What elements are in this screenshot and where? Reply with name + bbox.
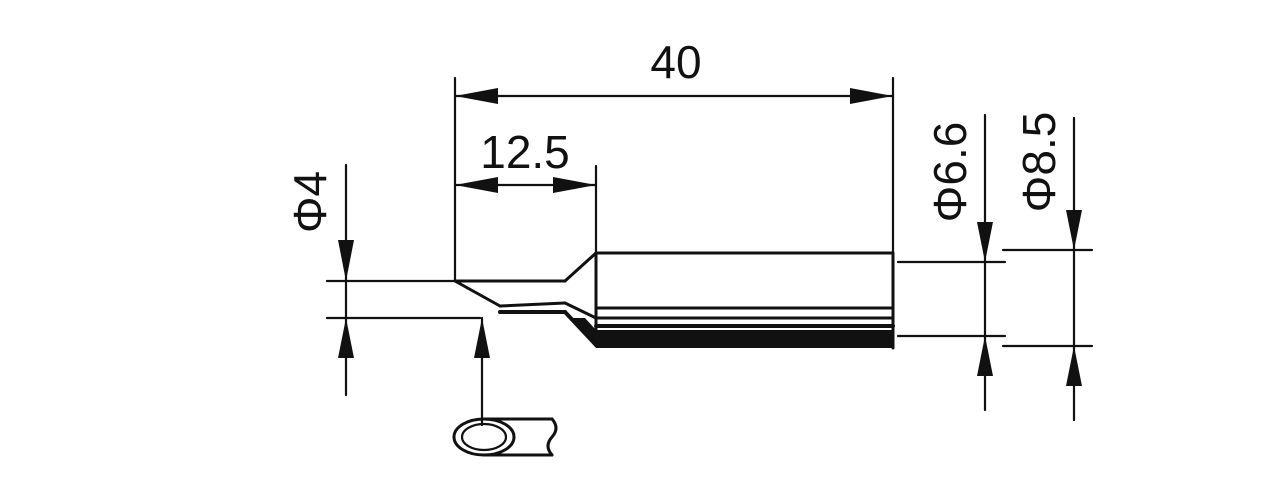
lower-taper-inner — [563, 301, 598, 320]
dimension-shank-inner-diameter: Φ6.6 — [924, 113, 993, 412]
tip-body — [453, 251, 895, 350]
arrow-40-right — [850, 88, 893, 104]
shoulder-taper-top — [563, 251, 598, 283]
arrow-12-5-right — [553, 177, 596, 193]
dimension-shank-outer-diameter: Φ8.5 — [1013, 112, 1082, 422]
label-shank-inner-diameter: Φ6.6 — [924, 122, 976, 223]
label-tip-diameter: Φ4 — [284, 171, 336, 233]
section-inner-ellipse — [460, 422, 508, 452]
chisel-inner-line — [498, 301, 567, 308]
arrow-phi85-top — [1066, 210, 1082, 250]
dimension-tip-length: 12.5 — [453, 126, 598, 193]
chisel-bevel — [453, 279, 502, 308]
arrow-12-5-left — [455, 177, 498, 193]
label-shank-outer-diameter: Φ8.5 — [1013, 112, 1065, 213]
label-tip-length: 12.5 — [480, 126, 570, 178]
section-break-line — [546, 417, 558, 457]
dimension-tip-diameter: Φ4 — [284, 163, 354, 397]
arrow-40-left — [455, 88, 498, 104]
arrow-phi4-bottom — [338, 318, 354, 358]
label-overall-length: 40 — [650, 36, 701, 88]
arrow-phi66-top — [977, 222, 993, 262]
dimension-overall-length: 40 — [453, 36, 895, 104]
section-pointer-arrow — [474, 318, 490, 358]
arrow-phi4-top — [338, 240, 354, 281]
arrow-phi66-bottom — [977, 336, 993, 376]
arrow-phi85-bottom — [1066, 346, 1082, 386]
extension-lines — [325, 76, 1094, 348]
shank-bottom-shading — [572, 318, 893, 348]
section-view — [452, 316, 558, 457]
